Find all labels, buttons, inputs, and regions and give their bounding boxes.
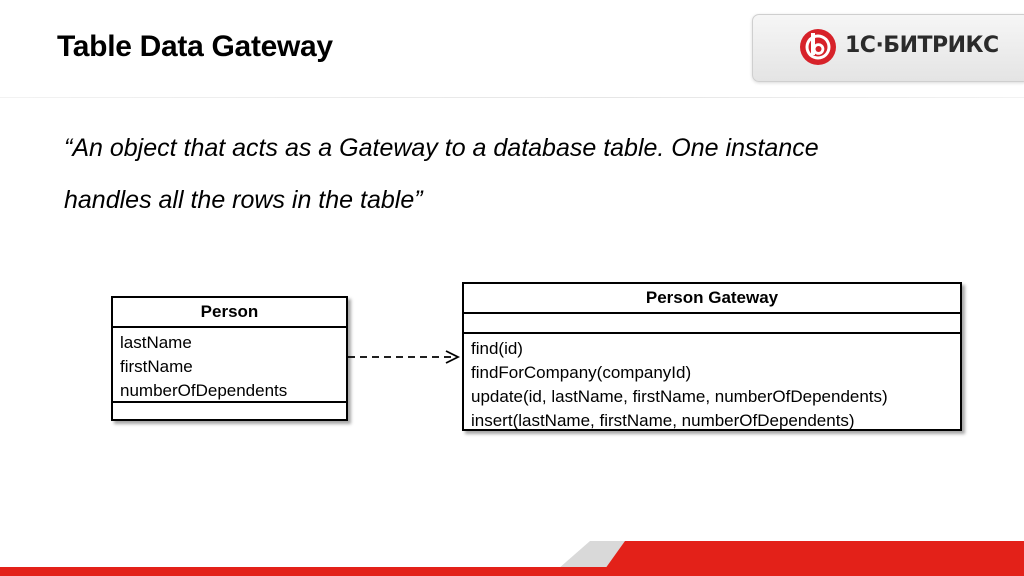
gateway-operation: update(id, lastName, firstName, numberOf… [471, 387, 888, 406]
header-divider [0, 97, 1024, 98]
quote-line-2: handles all the rows in the table” [64, 186, 423, 214]
dependency-arrow [348, 350, 461, 364]
logo-text: 1С·БИТРИКС [845, 33, 999, 58]
slide-title: Table Data Gateway [57, 30, 333, 63]
gateway-operation: insert(lastName, firstName, numberOfDepe… [471, 411, 855, 430]
definition-quote: “An object that acts as a Gateway to a d… [64, 122, 964, 226]
person-attributes: lastName firstName numberOfDependents [113, 328, 346, 403]
gateway-operations: find(id) findForCompany(companyId) updat… [464, 334, 960, 433]
person-attribute: lastName [120, 333, 192, 352]
gateway-attributes [464, 314, 960, 334]
logo-badge: 1С·БИТРИКС [752, 14, 1024, 82]
gateway-operation: findForCompany(companyId) [471, 363, 692, 382]
bitrix-logo-icon [800, 29, 836, 65]
person-gateway-class-box: Person Gateway find(id) findForCompany(c… [462, 282, 962, 431]
person-class-box: Person lastName firstName numberOfDepend… [111, 296, 348, 421]
person-class-name: Person [113, 298, 346, 328]
quote-line-1: “An object that acts as a Gateway to a d… [64, 134, 819, 162]
footer-red-line [0, 567, 1024, 576]
person-attribute: numberOfDependents [120, 381, 288, 400]
gateway-operation: find(id) [471, 339, 523, 358]
gateway-class-name: Person Gateway [464, 284, 960, 314]
person-attribute: firstName [120, 357, 193, 376]
